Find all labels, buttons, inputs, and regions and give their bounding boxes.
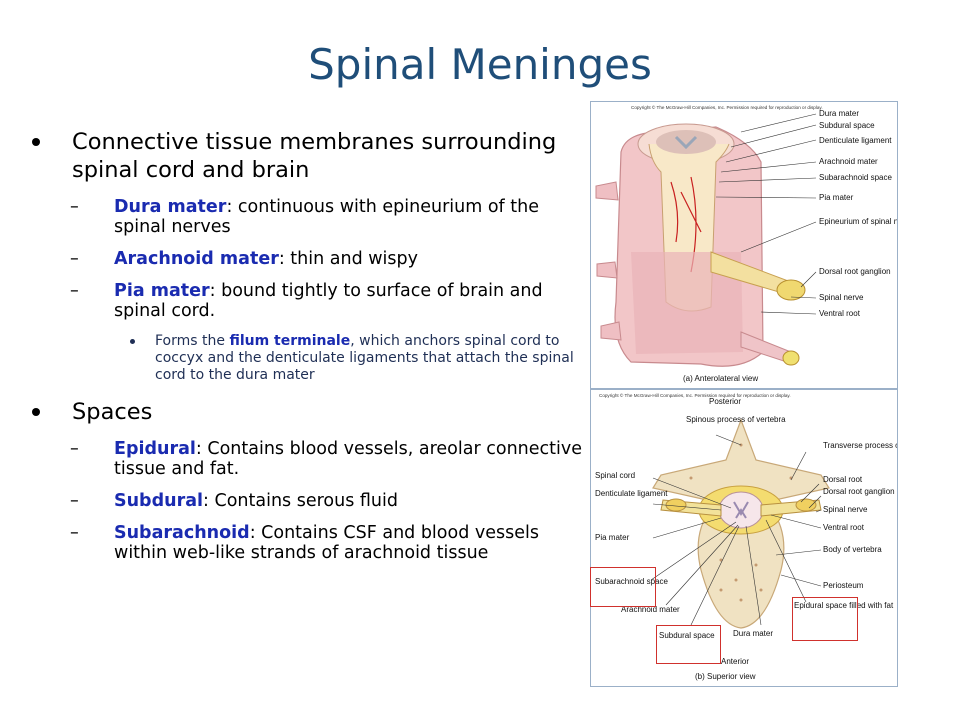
sub-bullet-text: : Contains blood vessels, areolar connec… [114, 439, 582, 479]
term-pia: Pia mater [114, 281, 210, 301]
label-epidural-space: Epidural space filled with fat [794, 601, 894, 610]
label-body-of-vertebra: Body of vertebra [823, 545, 882, 554]
figure-anterolateral-view: Copyright © The McGraw-Hill Companies, I… [590, 101, 898, 389]
label-arachnoid-mater: Arachnoid mater [621, 605, 680, 614]
highlight-subdural-space [656, 625, 721, 664]
label-subarachnoid-space: Subarachnoid space [819, 173, 892, 182]
label-subdural-space: Subdural space [659, 631, 715, 640]
label-dura-mater: Dura mater [733, 629, 773, 638]
superior-illustration: Copyright © The McGraw-Hill Companies, I… [595, 392, 897, 681]
bullet-text: Spaces [72, 399, 153, 425]
label-subdural-space: Subdural space [819, 121, 875, 130]
label-spinal-cord: Spinal cord [595, 471, 635, 480]
label-denticulate-ligament: Denticulate ligament [819, 136, 892, 145]
bullet-dot [32, 138, 40, 146]
sub-bullet-text: : continuous with epineurium of the spin… [114, 197, 539, 237]
copyright-text: Copyright © The McGraw-Hill Companies, I… [599, 392, 791, 398]
sub-sub-bullet-filum: Forms the filum terminale, which anchors… [30, 333, 590, 384]
label-arachnoid-mater: Arachnoid mater [819, 157, 878, 166]
label-periosteum: Periosteum [823, 581, 864, 590]
label-dorsal-root-ganglion: Dorsal root ganglion [823, 487, 895, 496]
sub-bullet-text: : Contains serous fluid [203, 491, 398, 511]
label-ventral-root: Ventral root [819, 309, 861, 318]
bullet-dot [32, 408, 40, 416]
caption-b: (b) Superior view [695, 672, 756, 681]
sub-bullet-epidural: – Epidural: Contains blood vessels, areo… [70, 439, 582, 479]
label-dorsal-root: Dorsal root [823, 475, 863, 484]
sub-bullet-subarachnoid: – Subarachnoid: Contains CSF and blood v… [70, 523, 539, 563]
sub-bullet-text: : thin and wispy [278, 249, 418, 269]
label-spinal-nerve: Spinal nerve [823, 505, 868, 514]
term-epidural: Epidural [114, 439, 196, 459]
label-transverse-process: Transverse process of vertebra [823, 441, 897, 450]
bullet-list: Connective tissue membranes surrounding … [30, 128, 590, 575]
sub-bullet-pia: – Pia mater: bound tightly to surface of… [70, 281, 543, 321]
copyright-text: Copyright © The McGraw-Hill Companies, I… [631, 104, 823, 110]
term-filum-terminale: filum terminale [229, 333, 351, 349]
highlight-subarachnoid-space [590, 567, 656, 607]
bullet-text: Connective tissue membranes surrounding … [72, 129, 557, 183]
label-spinous-process: Spinous process of vertebra [686, 415, 786, 424]
sub-bullet-subdural: – Subdural: Contains serous fluid [70, 491, 398, 511]
label-dorsal-root-ganglion: Dorsal root ganglion [819, 267, 891, 276]
term-dura: Dura mater [114, 197, 227, 217]
anterolateral-illustration: Copyright © The McGraw-Hill Companies, I… [595, 104, 897, 383]
term-subdural: Subdural [114, 491, 204, 511]
highlight-epidural-space [792, 597, 858, 641]
term-subarachnoid: Subarachnoid [114, 523, 250, 543]
term-arachnoid: Arachnoid mater [114, 249, 279, 269]
label-posterior: Posterior [709, 397, 741, 406]
bullet-dot [130, 339, 135, 344]
sub-bullet-arachnoid: – Arachnoid mater: thin and wispy [70, 249, 418, 269]
label-ventral-root: Ventral root [823, 523, 865, 532]
sub-bullet-text: : Contains CSF and blood vessels within … [114, 523, 539, 563]
label-spinal-nerve: Spinal nerve [819, 293, 864, 302]
label-anterior: Anterior [721, 657, 749, 666]
label-epineurium: Epineurium of spinal nerve [819, 217, 897, 226]
label-denticulate-ligament: Denticulate ligament [595, 489, 668, 498]
label-pia-mater: Pia mater [595, 533, 630, 542]
caption-a: (a) Anterolateral view [683, 374, 758, 383]
sub-bullet-text: : bound tightly to surface of brain and … [114, 281, 543, 321]
label-pia-mater: Pia mater [819, 193, 854, 202]
label-subarachnoid-space: Subarachnoid space [595, 577, 668, 586]
label-dura-mater: Dura mater [819, 109, 859, 118]
bullet-connective-tissue: Connective tissue membranes surrounding … [30, 128, 590, 184]
bullet-spaces: Spaces [30, 398, 590, 426]
page-title: Spinal Meninges [308, 40, 652, 89]
figure-superior-view: Copyright © The McGraw-Hill Companies, I… [590, 389, 898, 687]
sub-bullet-dura: – Dura mater: continuous with epineurium… [70, 197, 539, 237]
